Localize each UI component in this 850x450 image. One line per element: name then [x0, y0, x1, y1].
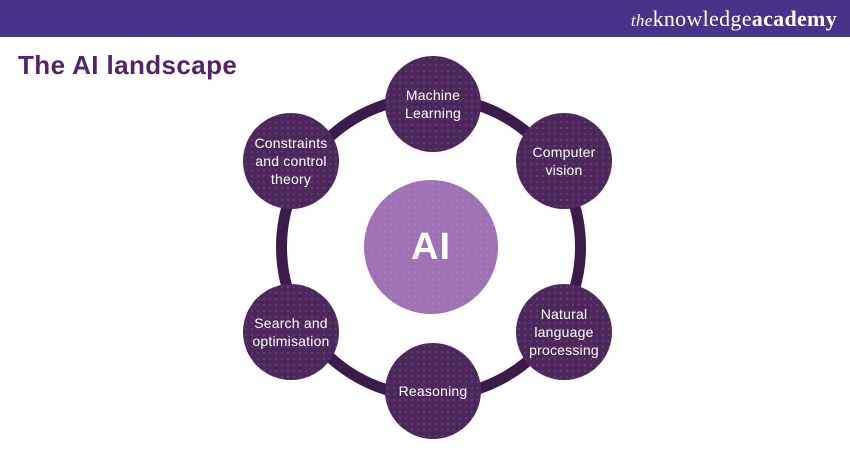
node-label: Search and optimisation — [252, 314, 330, 349]
page-title: The AI landscape — [18, 50, 238, 80]
node-label: Reasoning — [398, 382, 468, 399]
header-bar: theknowledgeacademy — [0, 0, 850, 37]
node-natural-language-processing: Natural language processing — [516, 284, 612, 380]
node-reasoning: Reasoning — [385, 343, 481, 439]
node-computer-vision: Computer vision — [516, 113, 612, 209]
brand-logo-knowledge: knowledge — [652, 5, 752, 31]
node-label: Machine Learning — [404, 86, 462, 121]
node-ai-center: AI — [364, 180, 498, 314]
center-label: AI — [411, 225, 451, 268]
node-label: Natural language processing — [529, 305, 599, 359]
brand-logo: theknowledgeacademy — [630, 5, 837, 31]
node-label: Constraints and control theory — [254, 134, 328, 188]
node-label: Computer vision — [532, 143, 596, 178]
node-constraints-and-control-theory: Constraints and control theory — [243, 113, 339, 209]
brand-logo-academy: academy — [751, 5, 837, 31]
node-search-and-optimisation: Search and optimisation — [243, 284, 339, 380]
node-machine-learning: Machine Learning — [385, 56, 481, 152]
brand-logo-the: the — [630, 10, 653, 30]
